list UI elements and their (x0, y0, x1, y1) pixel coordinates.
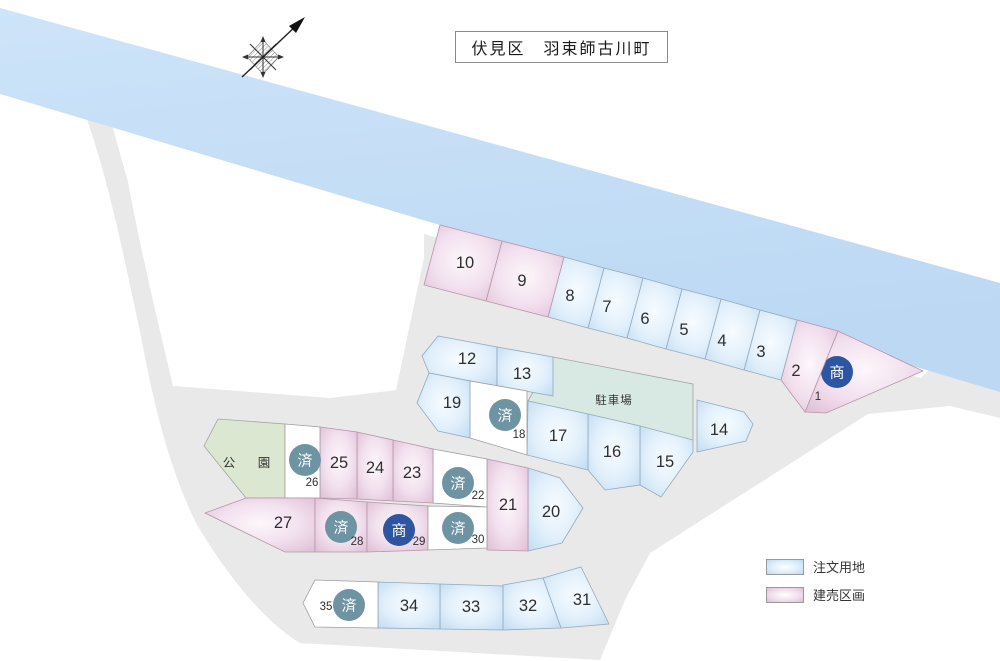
lot-13-shape[interactable] (496, 346, 554, 397)
lot-24[interactable]: 24 (356, 431, 394, 502)
lot-35[interactable]: 済 35 (302, 579, 379, 629)
lot-8-number: 8 (565, 287, 574, 305)
lot-31-number: 31 (573, 591, 591, 609)
legend: 注文用地 建売区画 (766, 557, 865, 604)
legend-label-built: 建売区画 (813, 588, 866, 603)
lot-30[interactable]: 済 30 (427, 505, 488, 551)
lot-26-number: 26 (306, 477, 319, 489)
lot-14-number: 14 (710, 421, 728, 439)
lot-22-badge-label: 済 (450, 476, 465, 493)
lot-7-number: 7 (602, 298, 611, 316)
lot-35-number: 35 (320, 601, 333, 613)
lot-28-number: 28 (351, 536, 364, 548)
lot-9-number: 9 (517, 272, 526, 290)
lot-10-number: 10 (456, 254, 474, 272)
compass-north-icon (241, 17, 305, 78)
lot-2-number: 2 (791, 362, 800, 380)
lot-29-number: 29 (413, 536, 426, 548)
map-title: 伏見区 羽束師古川町 (455, 31, 668, 63)
lot-15-number: 15 (656, 453, 674, 471)
area-parking-label: 駐車場 (595, 393, 633, 407)
river (0, 8, 1000, 392)
lot-24-number: 24 (366, 459, 384, 477)
lot-10-shape[interactable] (423, 224, 503, 302)
lot-19-number: 19 (443, 394, 461, 412)
lot-22-number: 22 (472, 490, 485, 502)
lot-30-number: 30 (472, 534, 485, 546)
lot-1-badge-label: 商 (829, 365, 844, 382)
lot-35-badge-sold (333, 589, 365, 621)
lot-27-shape[interactable] (203, 497, 316, 553)
lot-28-badge-sold (325, 511, 357, 543)
lot-17[interactable]: 17 (526, 400, 589, 471)
legend-swatch-order (766, 558, 804, 575)
lot-33-number: 33 (462, 598, 480, 616)
lot-10[interactable]: 10 (423, 224, 503, 302)
legend-row-built: 建売区画 (766, 585, 865, 604)
lot-23[interactable]: 23 (392, 439, 434, 504)
lot-14-shape[interactable] (696, 399, 754, 453)
lot-28-badge-label: 済 (333, 520, 348, 537)
lot-25[interactable]: 25 (319, 426, 358, 500)
lot-33[interactable]: 33 (439, 583, 504, 631)
lot-12-number: 12 (458, 350, 476, 368)
lot-32-number: 32 (519, 597, 537, 615)
lot-1-badge-commercial (821, 356, 853, 388)
lot-30-badge-label: 済 (450, 521, 465, 538)
lot-30-badge-sold (442, 512, 474, 544)
lot-20[interactable]: 20 (527, 467, 584, 552)
lot-18-badge-sold (489, 399, 521, 431)
lot-21-number: 21 (499, 496, 517, 514)
area-park-label: 公 園 (223, 456, 276, 470)
lot-18-badge-label: 済 (497, 408, 512, 425)
lot-26-badge-label: 済 (297, 453, 312, 470)
lot-22[interactable]: 済 22 (432, 448, 488, 508)
lot-25-number: 25 (330, 454, 348, 472)
lot-26[interactable]: 済 26 (284, 423, 321, 499)
lots-layer: 商12345678910121314151617済18192021済222324… (203, 224, 924, 631)
lot-16-number: 16 (603, 443, 621, 461)
lot-34[interactable]: 34 (377, 581, 441, 630)
lot-20-number: 20 (542, 503, 560, 521)
lot-6-number: 6 (640, 310, 649, 328)
lot-17-number: 17 (549, 427, 567, 445)
vacant-area (112, 125, 424, 398)
lot-27[interactable]: 27 (203, 497, 316, 553)
lot-29[interactable]: 商 29 (366, 501, 429, 553)
lot-31[interactable]: 31 (542, 566, 610, 629)
lot-35-badge-label: 済 (341, 598, 356, 615)
lot-28[interactable]: 済28 (314, 497, 368, 553)
lot-34-number: 34 (400, 597, 418, 615)
legend-swatch-built (766, 586, 804, 603)
lot-16[interactable]: 16 (587, 413, 641, 491)
lot-18-number: 18 (513, 429, 526, 441)
lot-22-badge-sold (442, 467, 474, 499)
lot-27-number: 27 (274, 514, 292, 532)
lot-26-badge-sold (289, 444, 321, 476)
lot-18[interactable]: 済18 (469, 380, 528, 456)
lot-1-number: 1 (815, 391, 821, 403)
lot-19-shape[interactable] (416, 372, 471, 439)
lot-13-number: 13 (513, 365, 531, 383)
lot-5-number: 5 (679, 321, 688, 339)
lot-32[interactable]: 32 (502, 577, 562, 631)
lot-21[interactable]: 21 (486, 458, 529, 552)
lot-14[interactable]: 14 (696, 399, 754, 453)
lot-29-badge-commercial (383, 514, 415, 546)
map-title-text: 伏見区 羽束師古川町 (471, 41, 652, 58)
lot-1[interactable]: 商1 (804, 330, 924, 414)
lot-4-number: 4 (717, 332, 726, 350)
lot-13[interactable]: 13 (496, 346, 554, 397)
lot-29-badge-label: 商 (391, 523, 406, 540)
lot-23-number: 23 (403, 464, 421, 482)
lot-3-number: 3 (756, 343, 765, 361)
legend-row-order: 注文用地 (766, 557, 865, 576)
legend-label-order: 注文用地 (813, 560, 866, 575)
lot-19[interactable]: 19 (416, 372, 471, 439)
